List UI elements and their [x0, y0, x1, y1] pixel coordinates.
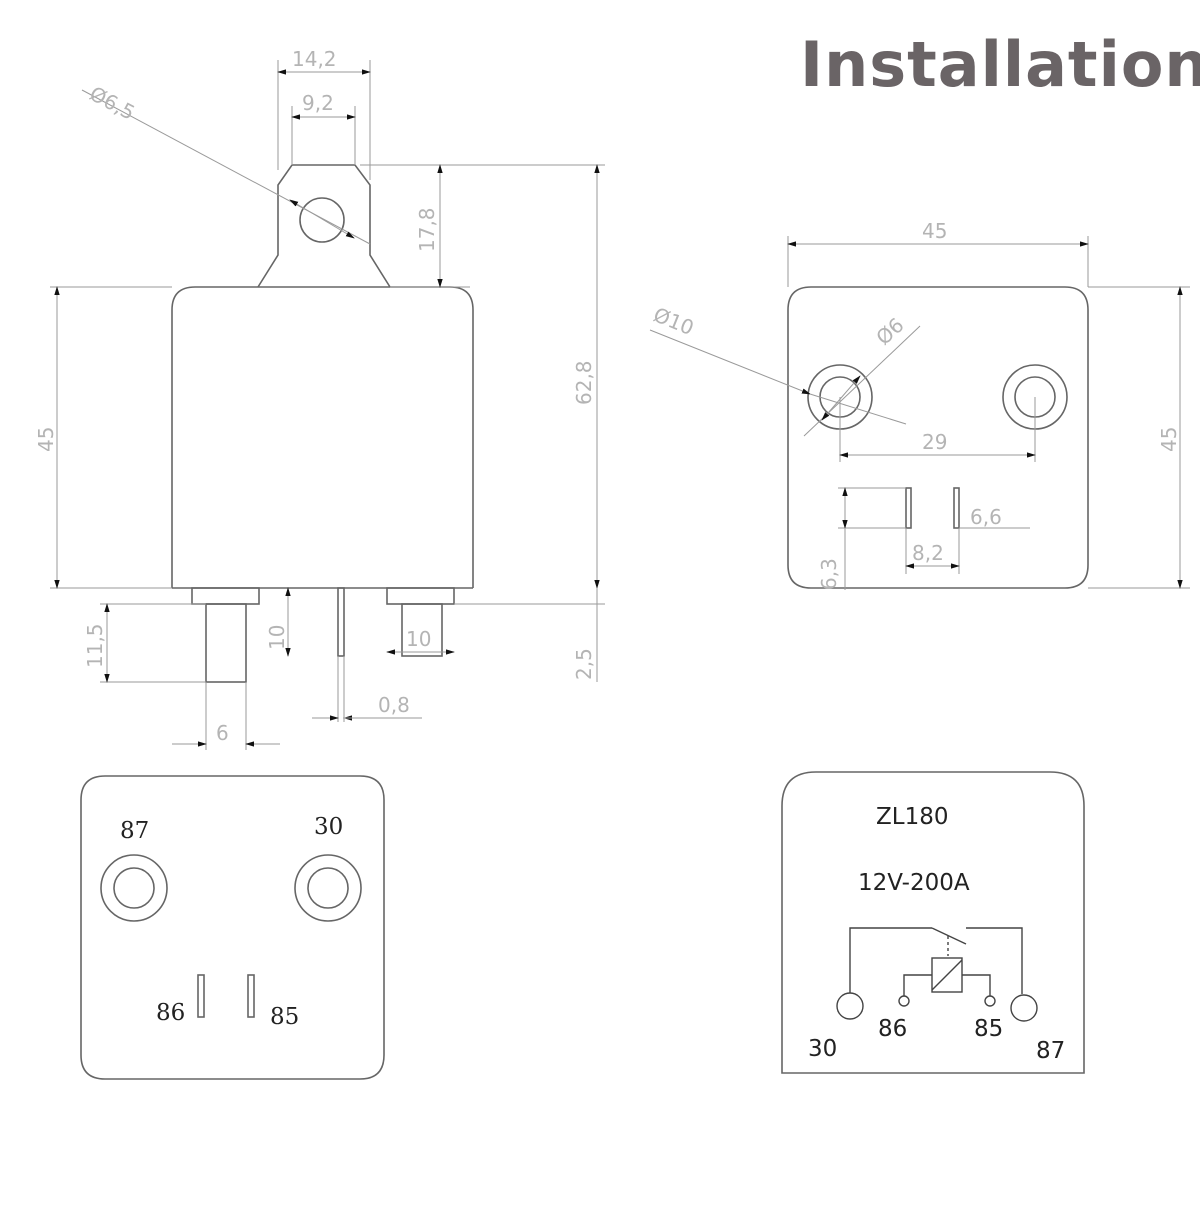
dim-terminal-length: 11,5 [83, 623, 107, 668]
dim-small-width: 10 [406, 627, 431, 651]
label-30: 30 [314, 814, 343, 840]
pin-86-label: 86 [878, 1016, 907, 1042]
dim-pin-length: 6,6 [970, 505, 1002, 529]
dim-total-height: 62,8 [572, 360, 596, 405]
pin-85 [247, 974, 255, 1018]
top-view-outline [787, 286, 1089, 589]
label-85: 85 [270, 1004, 299, 1030]
dim-tab-width: 14,2 [292, 47, 337, 71]
coil-pin-left [905, 487, 912, 529]
pin-blade [337, 587, 345, 657]
terminal-right-stud [401, 603, 443, 657]
terminal-30-outer [294, 854, 362, 922]
coil-pin-right [953, 487, 960, 529]
side-view: 14,2 9,2 Ø6,5 17,8 62,8 45 11,5 10 [34, 47, 605, 750]
pin-86 [197, 974, 205, 1018]
label-86: 86 [156, 1000, 185, 1026]
pin-85-label: 85 [974, 1016, 1003, 1042]
dim-inner-diameter: Ø6 [871, 313, 908, 350]
pin-30-label: 30 [808, 1036, 837, 1062]
bottom-view-outline [80, 775, 385, 1080]
dim-hole: Ø6,5 [86, 81, 139, 125]
dim-outer-diameter: Ø10 [650, 302, 697, 340]
dim-pin-offset: 6,3 [817, 558, 841, 590]
terminal-87-outer [100, 854, 168, 922]
label-view: ZL180 12V-200A 30 86 85 87 [781, 771, 1085, 1074]
dim-tab-height: 17,8 [415, 207, 439, 252]
top-view: 45 45 Ø10 Ø6 29 6,6 [649, 219, 1190, 590]
terminal-left [191, 587, 260, 605]
page-title: Installation [800, 28, 1200, 101]
dim-top-height: 45 [1157, 427, 1181, 452]
terminal-right [386, 587, 455, 605]
mounting-hole [299, 197, 345, 243]
label-87: 87 [120, 818, 149, 844]
dim-hole-spacing: 29 [922, 430, 947, 454]
pin-87-label: 87 [1036, 1038, 1065, 1064]
dim-base: 2,5 [572, 648, 596, 680]
relay-schematic [836, 927, 1038, 1022]
dim-pin-pitch: 8,2 [912, 541, 944, 565]
dim-top-width: 45 [922, 219, 947, 243]
rating-label: 12V-200A [858, 870, 970, 896]
dim-terminal-width: 6 [216, 721, 229, 745]
dim-small-length: 10 [265, 625, 289, 650]
model-label: ZL180 [876, 804, 948, 830]
dim-body-height: 45 [34, 427, 58, 452]
bottom-view: 87 30 86 85 [80, 775, 385, 1080]
mounting-tab [257, 164, 391, 288]
dim-pin-thickness: 0,8 [378, 693, 410, 717]
terminal-left-stud [205, 603, 247, 683]
label-view-outline [781, 771, 1085, 1074]
relay-body-outline [171, 286, 474, 588]
dim-tab-inner: 9,2 [302, 91, 334, 115]
